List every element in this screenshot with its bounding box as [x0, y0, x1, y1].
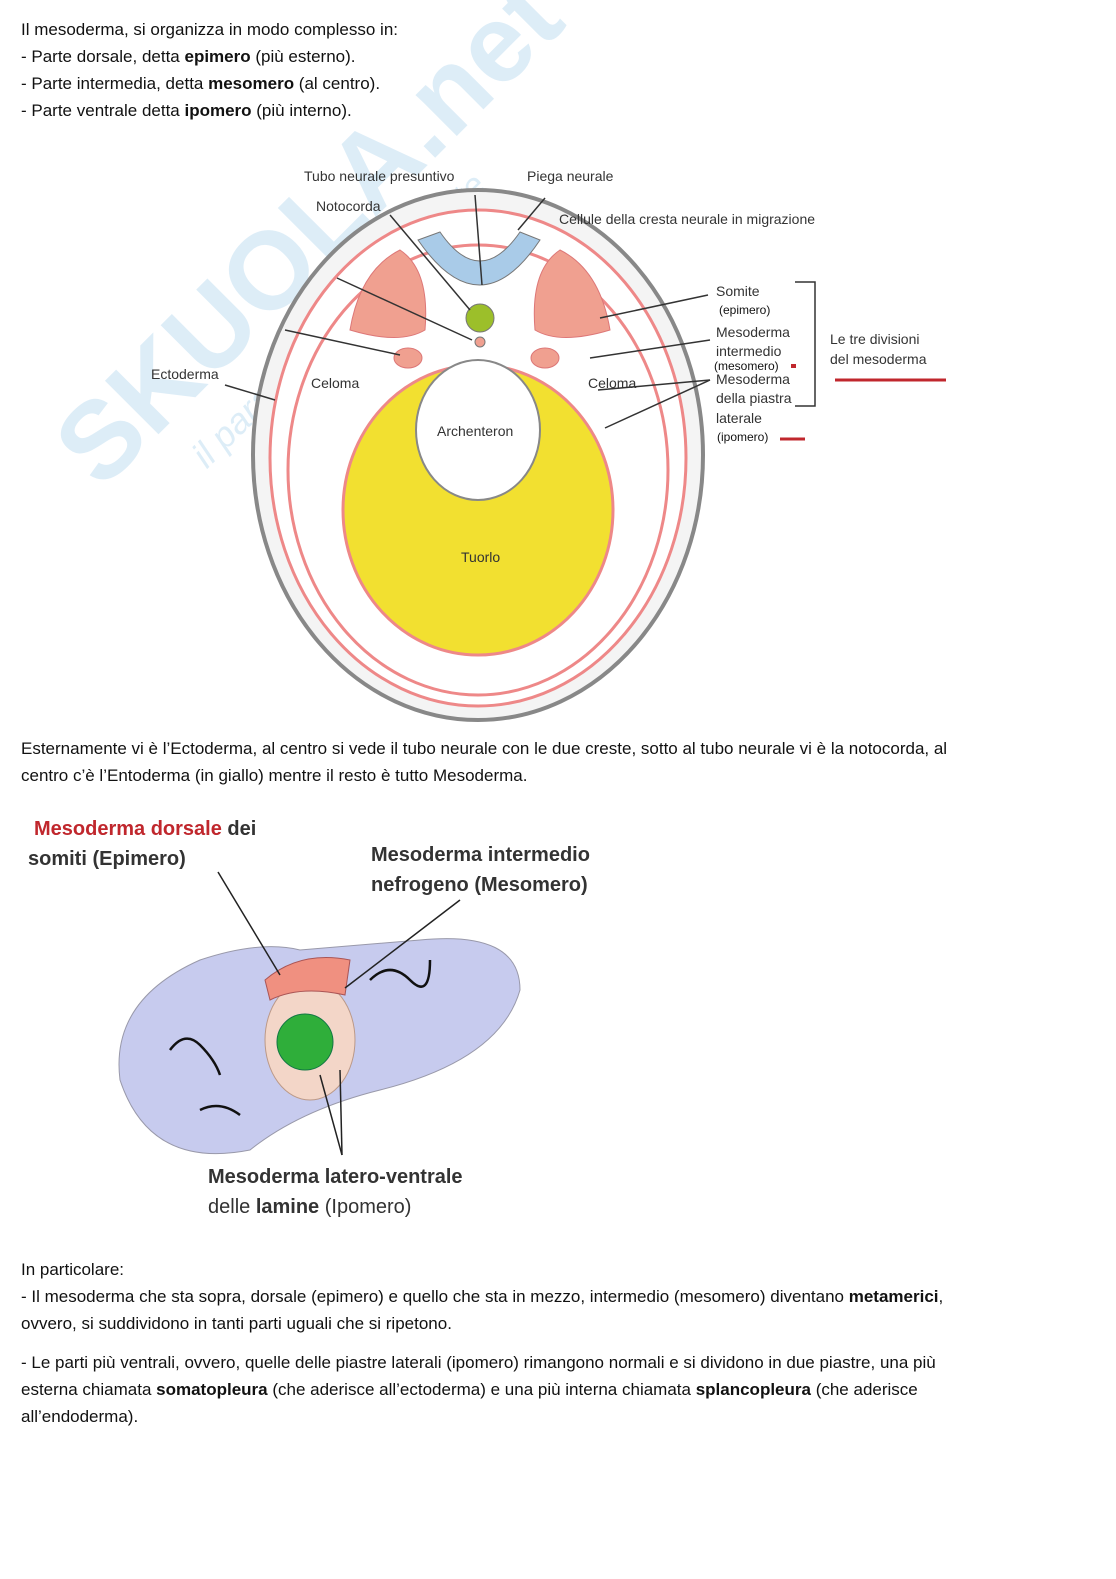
label-piega-neurale: Piega neurale	[527, 168, 614, 184]
paragraph-description: Esternamente vi è l’Ectoderma, al centro…	[21, 735, 947, 789]
t: mesomero	[208, 74, 295, 93]
t: - Parte dorsale, detta	[21, 47, 185, 66]
t: (che aderisce	[810, 1380, 918, 1399]
text-line: centro c’è l’Entoderma (in giallo) mentr…	[21, 766, 528, 785]
label-mesoderma-intermedio: intermedio	[716, 343, 782, 359]
intro-item: - Parte ventrale detta ipomero (più inte…	[21, 97, 398, 124]
t: lamine	[255, 1196, 320, 1218]
t: (che aderisce all’ectoderma) e una più i…	[267, 1380, 696, 1399]
label-ventrale: Mesoderma latero-ventrale	[208, 1166, 463, 1188]
t: - Parte intermedia, detta	[21, 74, 209, 93]
t: splancopleura	[695, 1380, 811, 1399]
label-tre-divisioni: Le tre divisioni	[830, 331, 920, 347]
label-piastra: laterale	[716, 410, 762, 426]
text-line: Esternamente vi è l’Ectoderma, al centro…	[21, 739, 948, 758]
t: (più interno).	[251, 101, 352, 120]
t: Mesoderma dorsale	[34, 818, 222, 840]
t: dei	[221, 818, 257, 840]
label-celoma-left: Celoma	[311, 375, 360, 391]
text-line: esterna chiamata somatopleura (che aderi…	[21, 1376, 943, 1403]
embryo-diagram	[224, 188, 946, 722]
label-notocorda: Notocorda	[316, 198, 381, 214]
label-somite: Somite	[716, 283, 760, 299]
t: (più esterno).	[250, 47, 356, 66]
t: epimero	[184, 47, 251, 66]
label-archenteron: Archenteron	[437, 423, 514, 439]
label-ectoderma: Ectoderma	[151, 366, 219, 382]
intro-item: - Parte dorsale, detta epimero (più este…	[21, 43, 398, 70]
mesoderm-3d-diagram	[118, 871, 521, 1156]
t: (al centro).	[294, 74, 381, 93]
label-mesoderma-intermedio: Mesoderma	[716, 324, 790, 340]
label-ventrale-2: delle lamine (Ipomero)	[208, 1196, 411, 1219]
label-tubo-neurale: Tubo neurale presuntivo	[304, 168, 455, 184]
label-celoma-right: Celoma	[588, 375, 637, 391]
label-cellule-cresta: Cellule della cresta neurale in migrazio…	[559, 211, 816, 227]
t: (Ipomero)	[319, 1196, 412, 1218]
label-piastra: Mesoderma	[716, 371, 790, 387]
label-intermedio: Mesoderma intermedio	[371, 844, 590, 866]
text-line: In particolare:	[21, 1260, 124, 1279]
t: ipomero	[184, 101, 252, 120]
label-dorsale: Mesoderma dorsale dei	[34, 818, 256, 841]
t: delle	[208, 1196, 256, 1218]
label-mesomero: (mesomero)	[714, 359, 779, 373]
t: - Il mesoderma che sta sopra, dorsale (e…	[21, 1287, 849, 1306]
paragraph-details: In particolare: - Il mesoderma che sta s…	[21, 1256, 943, 1430]
t: - Parte ventrale detta	[21, 101, 185, 120]
label-intermedio-2: nefrogeno (Mesomero)	[371, 874, 588, 896]
intro-line: Il mesoderma, si organizza in modo compl…	[21, 20, 398, 39]
t: esterna chiamata	[21, 1380, 157, 1399]
label-ipomero: (ipomero)	[717, 430, 769, 444]
text-line: ovvero, si suddividono in tanti parti ug…	[21, 1314, 452, 1333]
t: somatopleura	[156, 1380, 268, 1399]
t: ,	[938, 1287, 944, 1306]
t: metamerici	[848, 1287, 939, 1306]
label-epimero: (epimero)	[719, 303, 771, 317]
intro-item: - Parte intermedia, detta mesomero (al c…	[21, 70, 398, 97]
label-tre-divisioni: del mesoderma	[830, 351, 927, 367]
label-tuorlo: Tuorlo	[461, 549, 501, 565]
text-line: - Il mesoderma che sta sopra, dorsale (e…	[21, 1283, 943, 1310]
intro-text: Il mesoderma, si organizza in modo compl…	[21, 16, 398, 124]
label-piastra: della piastra	[716, 390, 792, 406]
text-line: - Le parti più ventrali, ovvero, quelle …	[21, 1353, 936, 1372]
text-line: all’endoderma).	[21, 1407, 139, 1426]
label-dorsale-2: somiti (Epimero)	[28, 848, 186, 870]
